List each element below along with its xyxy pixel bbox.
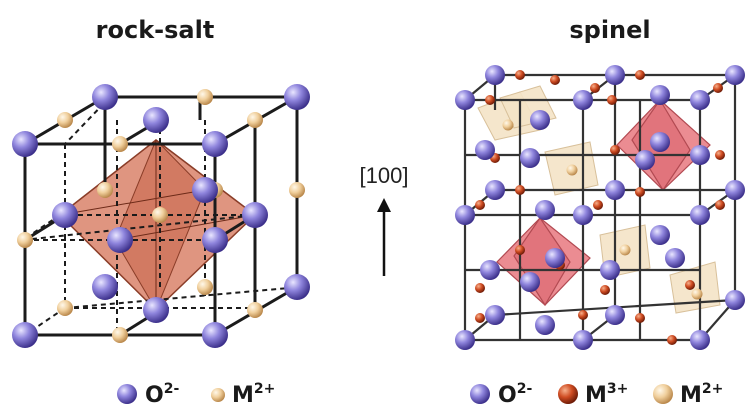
rocksalt-legend: O2- M2+ (117, 381, 275, 408)
m2-ion-icon (653, 384, 673, 404)
legend-m3-label: M3+ (585, 381, 628, 408)
direction-indicator: [100] (360, 163, 409, 276)
rocksalt-oxygen-ions (12, 84, 310, 348)
spinel-oxygen-ions (455, 65, 745, 350)
legend-oxygen-label: O2- (145, 381, 179, 408)
direction-label: [100] (360, 163, 409, 188)
m2-ion-icon (211, 388, 225, 402)
legend-m2-label: M2+ (680, 381, 723, 408)
arrowhead-icon (377, 198, 391, 212)
spinel-title: spinel (569, 16, 650, 44)
spinel-tetrahedra (477, 85, 721, 314)
rocksalt-unit-cell (12, 84, 310, 348)
spinel-m2-ions (502, 119, 703, 300)
spinel-unit-cell (455, 65, 745, 350)
rocksalt-m2-ions (17, 89, 305, 343)
oxygen-ion-icon (470, 384, 490, 404)
legend-m2-label: M2+ (232, 381, 275, 408)
spinel-legend: O2- M3+ M2+ (470, 381, 723, 408)
oxygen-ion-icon (117, 384, 137, 404)
rocksalt-title: rock-salt (96, 16, 215, 44)
legend-oxygen-label: O2- (498, 381, 532, 408)
m3-ion-icon (558, 384, 578, 404)
